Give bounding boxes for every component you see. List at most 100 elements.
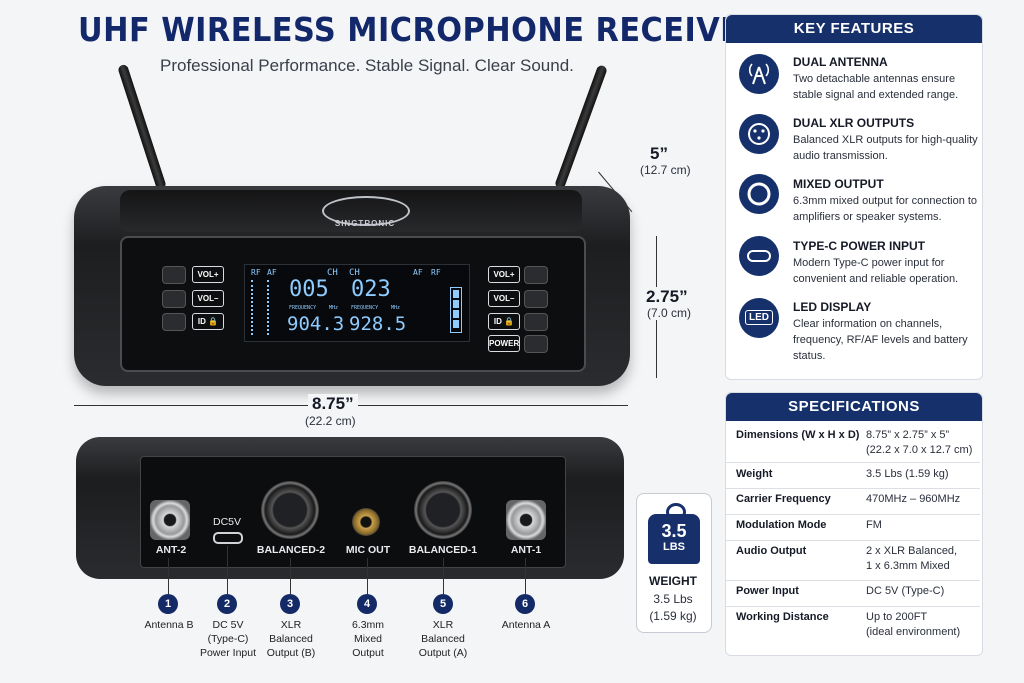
spec-row: Weight 3.5 Lbs (1.59 kg) xyxy=(726,462,980,489)
spec-row: Power Input DC 5V (Type-C) xyxy=(726,580,980,607)
lcd-rf-label-b: RF xyxy=(431,268,441,277)
feature-title-dual-antenna: DUAL ANTENNA xyxy=(793,55,888,69)
side-button[interactable] xyxy=(524,290,548,308)
page-title: UHF WIRELESS MICROPHONE RECEIVER xyxy=(78,10,766,49)
rf-level-meter-icon xyxy=(251,280,261,335)
key-features-heading: KEY FEATURES xyxy=(726,15,982,43)
side-button[interactable] xyxy=(162,290,186,308)
spec-row: Dimensions (W x H x D) 8.75” x 2.75” x 5… xyxy=(726,424,980,463)
spec-value: 470MHz – 960MHz xyxy=(866,493,961,505)
depth-value: 5” xyxy=(650,144,668,163)
lcd-ch-label-a: CH xyxy=(327,268,338,278)
feature-desc-dual-xlr: Balanced XLR outputs for high-quality au… xyxy=(793,134,978,162)
port-label-mic-out: MIC OUT xyxy=(345,544,391,556)
callout-label-6: Antenna A xyxy=(501,619,551,631)
callout-label-3: XLR Balanced Output (B) xyxy=(266,619,316,659)
port-label-ant2: ANT-2 xyxy=(155,544,187,556)
brand-logo-text: SINGTRONIC xyxy=(334,219,396,228)
side-button[interactable] xyxy=(524,313,548,331)
feature-title-led-display: LED DISPLAY xyxy=(793,300,872,314)
spec-value: 8.75” x 2.75” x 5” xyxy=(866,429,950,441)
lcd-ch-label-b: CH xyxy=(349,268,360,278)
spec-value: 2 x XLR Balanced, xyxy=(866,545,958,557)
specifications-heading: SPECIFICATIONS xyxy=(726,393,982,421)
id-lock-label-right: ID 🔒 xyxy=(488,313,520,330)
side-button[interactable] xyxy=(162,313,186,331)
lcd-channel-b: 023 xyxy=(351,277,391,302)
back-panel xyxy=(140,456,566,568)
spec-value: 3.5 Lbs (1.59 kg) xyxy=(866,468,949,480)
antenna-a-connector-icon xyxy=(506,500,546,540)
port-label-balanced1: BALANCED-1 xyxy=(408,544,478,556)
lcd-frequency-a: 904.3 xyxy=(287,313,345,335)
callout-number-3: 3 xyxy=(280,594,300,614)
spec-key: Weight xyxy=(736,468,773,480)
spec-key: Modulation Mode xyxy=(736,519,827,531)
spec-key: Audio Output xyxy=(736,545,807,557)
callout-number-5: 5 xyxy=(433,594,453,614)
callout-line xyxy=(290,558,291,594)
usb-c-port-icon xyxy=(213,532,243,544)
side-button[interactable] xyxy=(524,266,548,284)
jack-icon xyxy=(739,174,779,214)
antenna-icon xyxy=(739,54,779,94)
power-button[interactable] xyxy=(524,335,548,353)
weight-lbs: 3.5 Lbs xyxy=(653,592,693,606)
lcd-mhz-label-b: MHz xyxy=(391,305,401,311)
xlr-icon xyxy=(739,114,779,154)
spec-row: Carrier Frequency 470MHz – 960MHz xyxy=(726,488,980,515)
width-value: 8.75” xyxy=(308,394,358,414)
vol-down-label-right: VOL– xyxy=(488,290,520,307)
spec-key: Power Input xyxy=(736,585,799,597)
antenna-right xyxy=(554,64,608,190)
feature-desc-type-c: Modern Type-C power input for convenient… xyxy=(793,257,959,285)
mic-out-jack-icon xyxy=(352,508,380,536)
callout-line xyxy=(367,558,368,594)
callout-number-6: 6 xyxy=(515,594,535,614)
spec-row: Modulation Mode FM xyxy=(726,514,980,541)
weight-badge-unit: LBS xyxy=(663,541,685,553)
side-button[interactable] xyxy=(162,266,186,284)
led-icon: LED xyxy=(739,298,779,338)
spec-row: Audio Output 2 x XLR Balanced, 1 x 6.3mm… xyxy=(726,540,980,581)
callout-line xyxy=(525,558,526,594)
led-icon-text: LED xyxy=(745,310,773,325)
callout-label-5: XLR Balanced Output (A) xyxy=(418,619,468,659)
lcd-display: RF AF CH CH AF RF 005 023 FREQUENCY MHz … xyxy=(244,264,470,342)
depth-cm: (12.7 cm) xyxy=(640,163,691,177)
port-label-balanced2: BALANCED-2 xyxy=(256,544,326,556)
vol-up-label-left: VOL+ xyxy=(192,266,224,283)
callout-line xyxy=(168,558,169,594)
weight-kg: (1.59 kg) xyxy=(649,609,697,623)
lcd-frequency-b: 928.5 xyxy=(349,313,407,335)
callout-number-1: 1 xyxy=(158,594,178,614)
spec-value-2: (22.2 x 7.0 x 12.7 cm) xyxy=(866,444,973,456)
spec-value: FM xyxy=(866,519,882,531)
lcd-mhz-label-a: MHz xyxy=(329,305,339,311)
spec-key: Carrier Frequency xyxy=(736,493,831,505)
xlr-b-connector-icon xyxy=(261,481,319,539)
callout-line xyxy=(443,558,444,594)
battery-icon xyxy=(450,287,462,333)
port-label-dc5v: DC5V xyxy=(212,516,241,528)
callout-label-2: DC 5V (Type-C) Power Input xyxy=(199,619,257,659)
weight-badge-value: 3.5 xyxy=(661,521,687,541)
usb-c-icon xyxy=(739,236,779,276)
brand-logo-icon xyxy=(322,196,410,226)
callout-label-4: 6.3mm Mixed Output xyxy=(351,619,385,659)
lcd-af-label: AF xyxy=(267,268,277,277)
spec-value-2: (ideal environment) xyxy=(866,626,961,638)
feature-title-type-c: TYPE-C POWER INPUT xyxy=(793,239,926,253)
vol-up-label-right: VOL+ xyxy=(488,266,520,283)
af-level-meter-icon xyxy=(267,280,277,335)
spec-row: Working Distance Up to 200FT (ideal envi… xyxy=(726,606,980,646)
feature-title-dual-xlr: DUAL XLR OUTPUTS xyxy=(793,116,915,130)
spec-value: DC 5V (Type-C) xyxy=(866,585,945,597)
callout-label-1: Antenna B xyxy=(144,619,194,631)
xlr-a-connector-icon xyxy=(414,481,472,539)
spec-value-2: 1 x 6.3mm Mixed xyxy=(866,560,950,572)
feature-title-mixed-output: MIXED OUTPUT xyxy=(793,177,884,191)
lcd-af-label-b: AF xyxy=(413,268,423,277)
lcd-frequency-label-a: FREQUENCY xyxy=(289,305,317,311)
lcd-channel-a: 005 xyxy=(289,277,329,302)
